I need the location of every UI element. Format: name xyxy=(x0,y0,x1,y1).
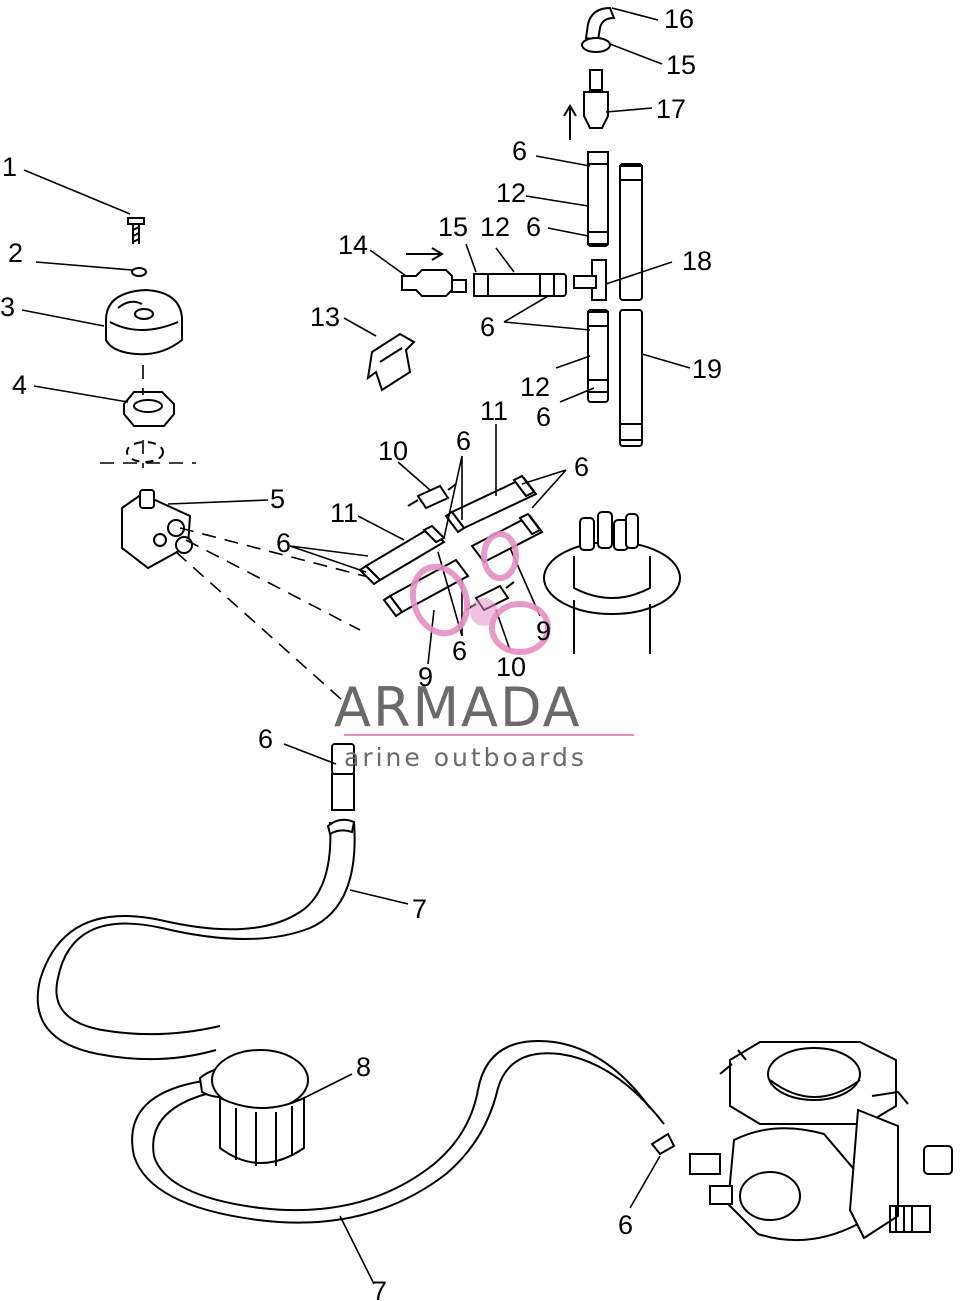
callout-9: 9 xyxy=(418,662,433,692)
callout-12: 12 xyxy=(520,372,550,402)
callout-9: 9 xyxy=(536,616,551,646)
washer-part xyxy=(131,267,147,277)
callout-6: 6 xyxy=(258,724,273,754)
callout-15: 15 xyxy=(666,50,696,80)
callout-3: 3 xyxy=(0,292,15,322)
hose-12-upper xyxy=(587,151,609,247)
callout-5: 5 xyxy=(270,484,285,514)
hose-19-lower xyxy=(619,309,643,447)
callout-6: 6 xyxy=(512,136,527,166)
inline-fitting-14 xyxy=(401,269,467,297)
callout-1: 1 xyxy=(2,152,17,182)
callout-12: 12 xyxy=(496,178,526,208)
watermark-brand: ARMADA xyxy=(334,676,582,739)
callout-7: 7 xyxy=(412,894,427,924)
callout-13: 13 xyxy=(310,302,340,332)
callout-10: 10 xyxy=(496,652,526,682)
callout-18: 18 xyxy=(682,246,712,276)
callout-10: 10 xyxy=(378,436,408,466)
callout-19: 19 xyxy=(692,354,722,384)
hose-clamp-6-mid xyxy=(331,743,355,811)
callout-15: 15 xyxy=(438,212,468,242)
callout-17: 17 xyxy=(656,94,686,124)
callout-6: 6 xyxy=(456,426,471,456)
watermark-tagline: arine outboards xyxy=(344,743,587,772)
callout-11: 11 xyxy=(480,396,508,426)
callout-16: 16 xyxy=(664,4,694,34)
clamp-15-top xyxy=(581,37,611,53)
callout-labels: 1 2 3 4 5 6 6 6 6 6 6 6 6 6 6 7 7 8 9 9 … xyxy=(0,4,722,1301)
filter-17 xyxy=(583,69,609,129)
callout-4: 4 xyxy=(12,370,27,400)
fuel-hose-7 xyxy=(36,818,676,1224)
watermark-logo xyxy=(409,531,551,655)
hose-19-upper xyxy=(619,163,643,301)
check-valve-10-upper xyxy=(407,483,457,510)
hose-12-horizontal xyxy=(473,273,567,297)
fuel-line-11-right xyxy=(444,474,538,534)
callout-6: 6 xyxy=(618,1210,633,1240)
watermark-divider xyxy=(344,734,634,736)
callout-6: 6 xyxy=(480,312,495,342)
manifold-block-part xyxy=(121,489,193,570)
fuel-pump-body-part xyxy=(543,511,681,654)
callout-14: 14 xyxy=(338,230,368,260)
callout-8: 8 xyxy=(356,1052,371,1082)
callout-11: 11 xyxy=(330,498,358,528)
callout-12: 12 xyxy=(480,212,510,242)
callout-6: 6 xyxy=(574,452,589,482)
nut-part xyxy=(123,391,175,427)
carburetor-part xyxy=(689,1041,953,1242)
callout-6: 6 xyxy=(452,636,467,666)
callout-2: 2 xyxy=(8,238,23,268)
cap-part xyxy=(105,288,183,356)
callout-7: 7 xyxy=(372,1276,387,1301)
elbow-fitting-16 xyxy=(584,6,616,42)
callout-6: 6 xyxy=(276,528,291,558)
screw-part xyxy=(127,217,145,244)
hose-12-lower xyxy=(587,309,609,403)
callout-6: 6 xyxy=(526,212,541,242)
fuel-filter-8 xyxy=(198,1049,309,1166)
callout-6: 6 xyxy=(536,402,551,432)
tee-fitting-18 xyxy=(573,259,607,301)
bracket-13 xyxy=(366,332,416,392)
